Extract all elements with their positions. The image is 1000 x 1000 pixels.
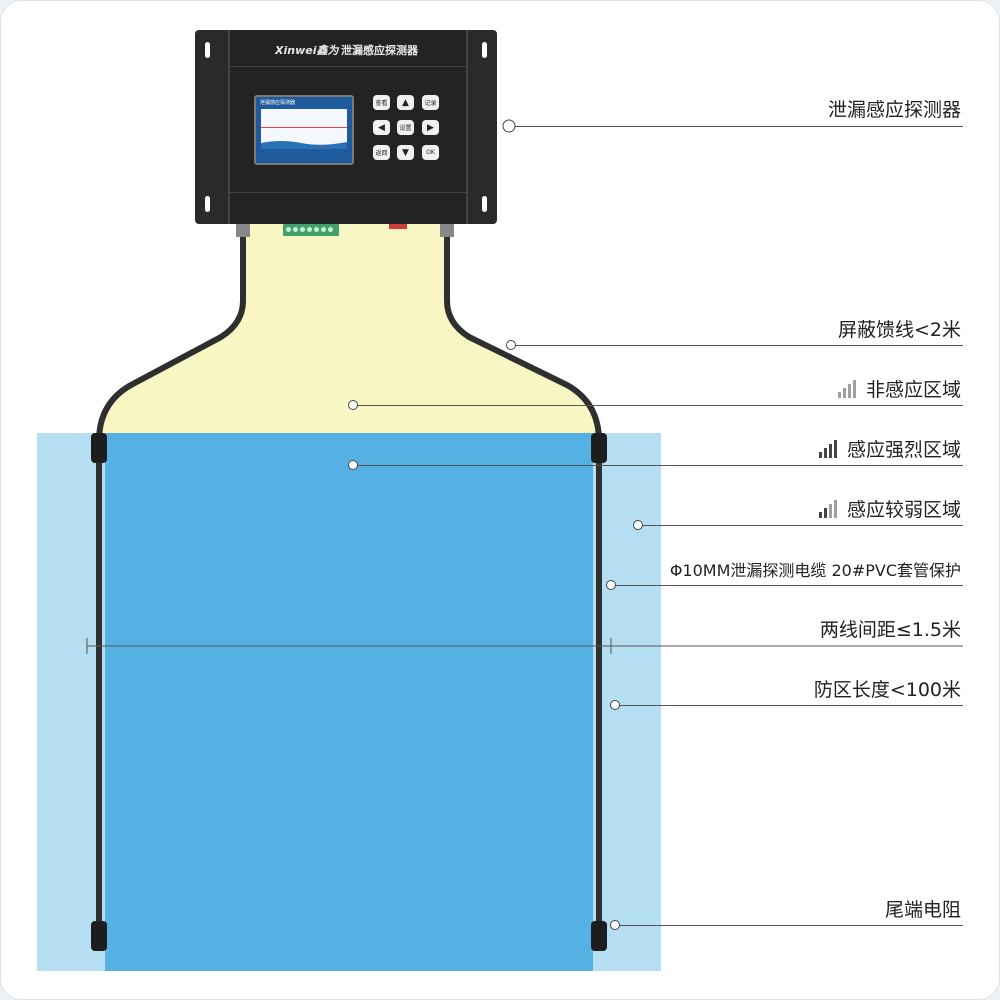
callout-line-end-resistor [615, 925, 963, 926]
left-top-connector [91, 433, 107, 463]
strong-zone [105, 433, 593, 971]
right-key[interactable]: ▶ [422, 120, 439, 135]
left-key[interactable]: ◀ [373, 120, 390, 135]
record-key[interactable]: 记录 [422, 95, 439, 110]
right-feeder-cable [444, 230, 602, 444]
callout-line-cable [611, 585, 963, 586]
mount-hole [205, 42, 210, 58]
label-strong: 感应强烈区域 [818, 435, 961, 462]
label-strong-text: 感应强烈区域 [846, 439, 961, 461]
signal-weak-icon [837, 379, 856, 398]
settings-key[interactable]: 设置 [397, 120, 414, 135]
brand-logo: Xinwei鑫为 [275, 44, 339, 57]
label-device: 泄漏感应探测器 [828, 95, 961, 122]
label-device-text: 泄漏感应探测器 [827, 99, 961, 121]
mount-hole [482, 196, 487, 212]
signal-medium-icon [818, 499, 837, 518]
label-spacing: 两线间距≤1.5米 [820, 615, 961, 642]
device-name: 泄漏感应探测器 [341, 44, 418, 57]
callout-dot-strong [348, 460, 358, 470]
label-weak: 感应较弱区域 [818, 495, 961, 522]
device-screen: 泄漏感应探测器 [254, 95, 354, 165]
right-cable-gland [440, 223, 454, 237]
screen-plot [261, 109, 347, 149]
callout-dot-weak [633, 520, 643, 530]
callout-line-feeder [511, 345, 963, 346]
down-key[interactable]: ▼ [397, 145, 414, 160]
label-cable: Φ10MM泄漏探测电缆 20#PVC套管保护 [670, 557, 961, 581]
left-cable-gland [236, 223, 250, 237]
label-feeder-text: 屏蔽馈线<2米 [837, 319, 961, 341]
left-end-resistor [91, 921, 107, 951]
callout-dot-cable [606, 580, 616, 590]
view-key[interactable]: 查看 [373, 95, 390, 110]
label-zone-length: 防区长度<100米 [814, 675, 961, 702]
signal-strong-icon [818, 439, 837, 458]
callout-dot-feeder [506, 340, 516, 350]
mount-hole [482, 42, 487, 58]
callout-line-zone-length [615, 705, 963, 706]
terminal-block [283, 224, 339, 236]
right-end-resistor [591, 921, 607, 951]
left-feeder-cable [96, 230, 246, 444]
label-non-sensing-text: 非感应区域 [865, 379, 961, 401]
callout-dot-non-sensing [348, 400, 358, 410]
ok-key[interactable]: OK [422, 145, 439, 160]
callout-line-weak [638, 525, 963, 526]
callout-dot-zone-length [610, 700, 620, 710]
label-cable-text: Φ10MM泄漏探测电缆 20#PVC套管保护 [669, 561, 961, 580]
label-end-resistor: 尾端电阻 [885, 895, 961, 922]
callout-dot-end-resistor [610, 920, 620, 930]
callout-line-device [509, 126, 963, 127]
callout-dot-device [502, 119, 516, 133]
label-non-sensing: 非感应区域 [837, 375, 961, 402]
label-feeder: 屏蔽馈线<2米 [838, 315, 961, 342]
callout-line-strong [353, 465, 963, 466]
right-top-connector [591, 433, 607, 463]
non-sensing-zone [99, 223, 599, 433]
mount-hole [205, 196, 210, 212]
back-key[interactable]: 返回 [373, 145, 390, 160]
label-end-resistor-text: 尾端电阻 [884, 899, 961, 921]
red-terminal [389, 223, 407, 229]
label-weak-text: 感应较弱区域 [846, 499, 961, 521]
screen-title: 泄漏感应探测器 [260, 100, 296, 106]
callout-line-non-sensing [353, 405, 963, 406]
up-key[interactable]: ▲ [397, 95, 414, 110]
label-zone-length-text: 防区长度<100米 [813, 679, 961, 701]
label-spacing-text: 两线间距≤1.5米 [819, 619, 961, 641]
